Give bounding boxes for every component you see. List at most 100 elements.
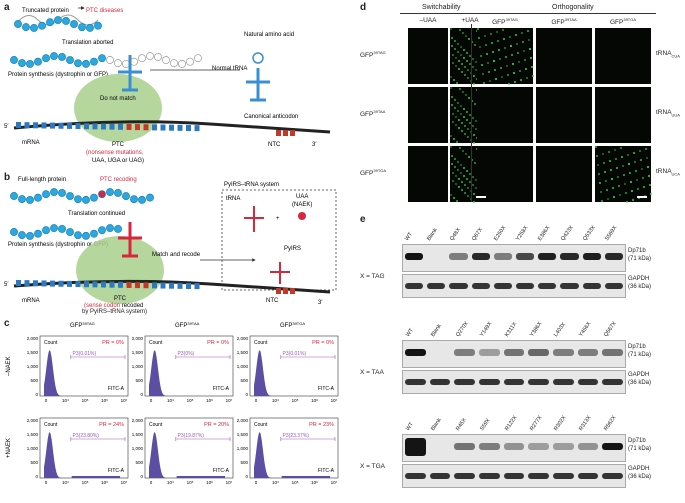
gfp-cell [451, 37, 453, 39]
trna-pyl-icon [244, 206, 264, 232]
fitc-label: FITC-A [108, 386, 125, 392]
x-tick: 0 [255, 480, 258, 485]
dp71b-band [582, 253, 601, 260]
amino-acid-bead [74, 195, 82, 204]
gfp-cell [648, 175, 650, 177]
gapdh-label: GAPDH [628, 372, 650, 378]
y-tick: 2,000 [27, 336, 39, 341]
gfp-cell [627, 154, 629, 156]
dp71b-band [602, 443, 623, 450]
lane-label: Q533X [581, 224, 597, 242]
gfp-cell [467, 69, 469, 71]
gfp-cell [478, 37, 480, 39]
y-tick: 500 [240, 378, 248, 383]
amino-acid-bead [162, 56, 170, 65]
x-tick: 10⁶ [311, 398, 318, 403]
gfp-cell [618, 185, 620, 187]
flow-col-header: GFP39TAG [70, 321, 95, 329]
codon-tick [126, 123, 132, 130]
codon-tick [194, 283, 200, 290]
gfp-cell [453, 197, 455, 199]
ptc-recoding-text: PTC recoding [100, 177, 137, 183]
gfp-cell [453, 138, 455, 140]
amino-acid-bead [30, 23, 38, 32]
amino-acid-bead [22, 23, 30, 32]
gfp-cell [639, 150, 641, 152]
sense-text: (sense codon recoded [84, 303, 143, 309]
gfp-cell [646, 157, 648, 159]
codon-tick [160, 282, 166, 289]
gapdh-band [602, 473, 623, 479]
gfp-cell [469, 181, 471, 183]
gfp-cell [461, 122, 463, 124]
gfp-cell [475, 187, 477, 189]
lane-label: Blank [426, 227, 440, 242]
micro-col-header: –UAA [419, 17, 437, 24]
gfp-cell [532, 75, 534, 77]
dp71b-band [516, 253, 535, 260]
x-tick: 10⁶ [206, 480, 213, 485]
micro-image [477, 146, 533, 202]
gfp-cell [497, 40, 499, 42]
gfp-cell [614, 149, 616, 151]
dp71b-band [405, 253, 424, 260]
gfp-cell [450, 87, 452, 89]
lane-label: R562X [602, 414, 618, 432]
gfp-cell [486, 53, 488, 55]
gfp-cell [468, 38, 470, 40]
amino-acid-bead [66, 192, 74, 201]
amino-acid-bead [114, 59, 122, 68]
ntc-b-text: NTC [266, 298, 279, 304]
gfp-cell [472, 66, 474, 68]
gfp-cell [454, 99, 456, 101]
pyl-trna-icon-match [118, 222, 142, 258]
gfp-cell [626, 201, 628, 203]
codon-tick [152, 124, 157, 131]
codon-tick [92, 123, 98, 130]
gfp-cell [469, 122, 471, 124]
gfp-cell [521, 32, 523, 34]
lane-label: E250X [492, 225, 508, 242]
y-tick: 500 [135, 460, 143, 465]
dp71b-blot [402, 434, 626, 462]
gfp-cell [508, 83, 510, 85]
gfp-cell [509, 36, 511, 38]
dp71b-band [454, 349, 475, 356]
micro-image [408, 87, 448, 143]
pr-label: PR = 20% [204, 422, 229, 428]
amino-acid-bead [42, 54, 50, 63]
dp71b-kda: (71 kDa) [628, 446, 652, 452]
gfp-cell [462, 150, 464, 152]
ntc-tick [290, 288, 295, 294]
dp71b-band [577, 349, 599, 356]
codon-tick [177, 124, 183, 131]
gfp-cell [452, 113, 454, 115]
dp71b-band [454, 443, 475, 450]
amino-acid-bead [138, 54, 146, 63]
gfp-cell [606, 189, 608, 191]
panel-label-d: d [360, 2, 367, 13]
ptc-b-text: PTC [114, 296, 127, 302]
gfp-cell [464, 125, 466, 127]
codon-tick [24, 122, 30, 129]
gfp-cell [480, 55, 482, 57]
amino-acid-bead [94, 21, 102, 30]
ntc-text: NTC [268, 142, 281, 148]
codons-text: UAA, UGA or UAG) [92, 158, 144, 164]
micro-row-trna-label: tRNACUA [656, 50, 680, 59]
y-tick: 0 [140, 474, 143, 479]
gfp-cell [484, 35, 486, 37]
y-tick: 2,000 [237, 418, 249, 423]
gfp-cell [472, 58, 474, 60]
codon-tick [67, 122, 72, 129]
y-tick: 1,000 [27, 446, 39, 451]
gapdh-band [471, 283, 490, 289]
gfp-cell [455, 116, 457, 118]
normal-trna-text: Normal tRNA [212, 66, 247, 72]
codon-tick [118, 281, 123, 288]
codon-tick [101, 123, 106, 130]
naek-text: (NAEK) [292, 202, 312, 208]
dp71b-band [479, 443, 500, 450]
